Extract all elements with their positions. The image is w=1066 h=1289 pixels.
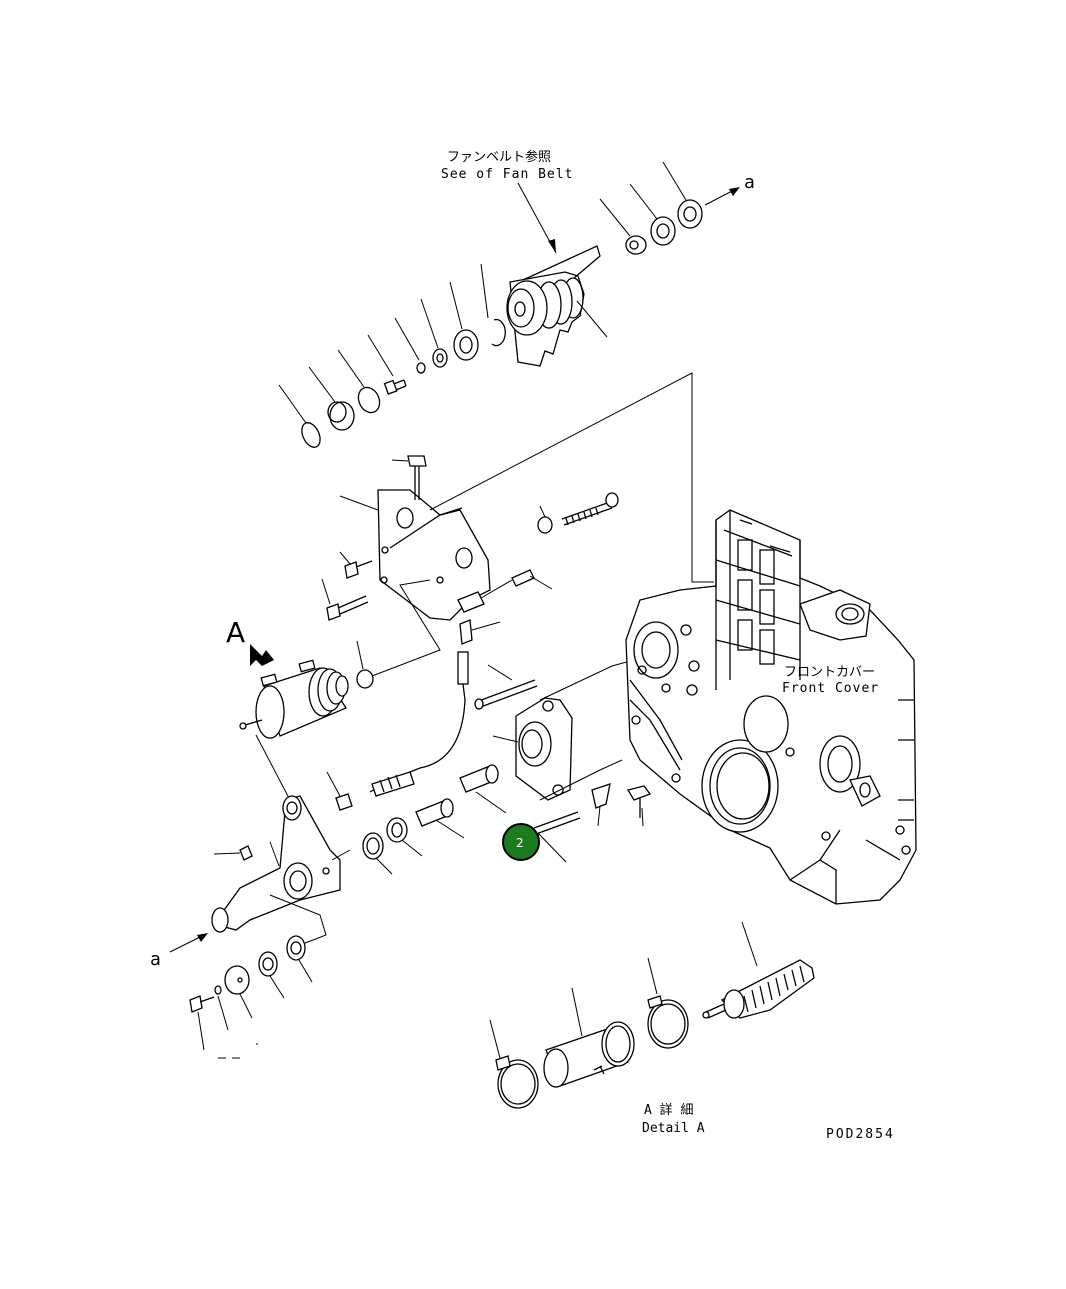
connector-a-left: a — [150, 949, 161, 970]
drawing-number: POD2854 — [826, 1127, 895, 1142]
detail-a-label-en: Detail A — [642, 1121, 705, 1136]
connector-a-top-arrowhead — [729, 187, 740, 196]
actuator-cable — [326, 651, 538, 811]
connector-a-left-arrowhead — [197, 933, 208, 942]
upper-exploded-shaft-parts — [278, 263, 506, 448]
solenoid-actuator — [239, 659, 349, 801]
fan-belt-arrowhead — [548, 239, 556, 253]
fan-bracket — [339, 372, 714, 621]
fan-pulley — [506, 245, 608, 367]
front-cover-label-jp: フロントカバー — [784, 665, 875, 680]
lever-housing — [362, 659, 652, 875]
bracket-fasteners — [321, 492, 619, 689]
lower-shaft-parts — [189, 935, 313, 1059]
view-a-arrow-icon — [250, 644, 274, 666]
lever-shaft-assembly — [211, 795, 351, 946]
fan-belt-label-jp: ファンベルト参照 — [447, 149, 551, 165]
detail-a-parts — [489, 921, 815, 1109]
detail-a-label-jp: A 詳 細 — [644, 1102, 693, 1118]
front-cover-label-en: Front Cover — [782, 681, 879, 696]
connector-a-top: a — [744, 172, 755, 193]
part-callout-2[interactable]: 2 — [502, 823, 540, 861]
part-callout-number: 2 — [516, 836, 524, 850]
pulley-hub-parts — [599, 161, 703, 255]
fan-belt-label-en: See of Fan Belt — [441, 167, 573, 182]
view-a-label: A — [226, 616, 245, 649]
front-cover — [625, 509, 917, 905]
